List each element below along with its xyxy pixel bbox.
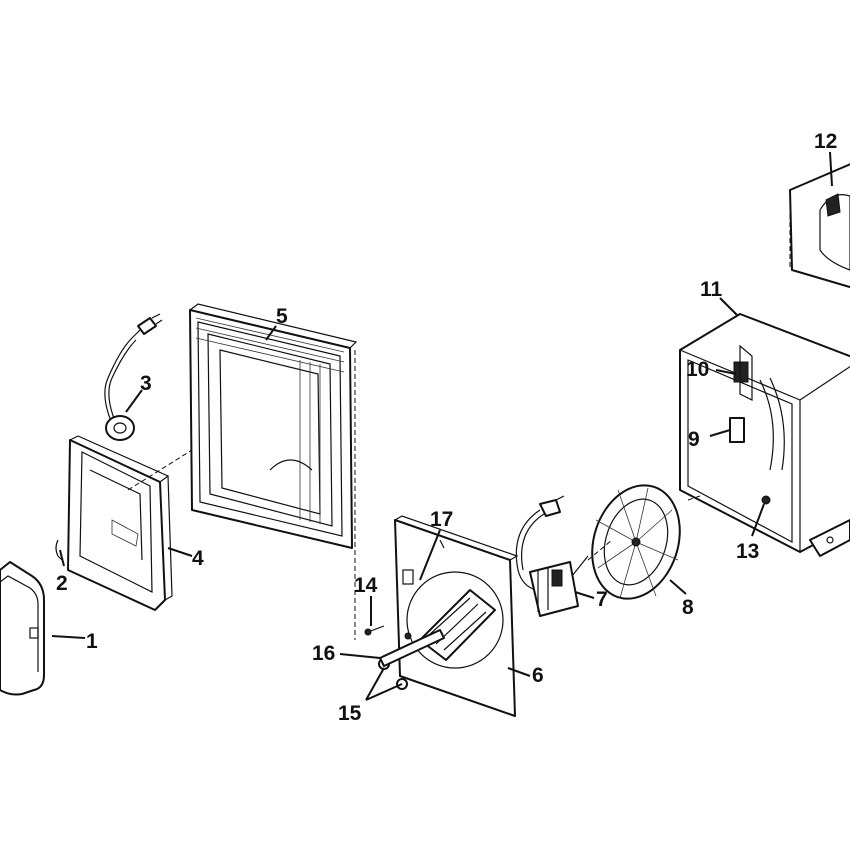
part-4-front-housing — [67, 419, 241, 611]
callout-13: 13 — [736, 540, 759, 563]
callout-9: 9 — [688, 428, 700, 451]
part-7-motor — [515, 495, 589, 617]
callout-16: 16 — [312, 642, 335, 665]
part-2-clip — [55, 539, 63, 561]
part-5-filter-panel — [189, 303, 358, 549]
part-1-grille-cover — [0, 561, 45, 696]
part-16-bracket — [379, 629, 445, 667]
part-12-rear-panel — [789, 163, 850, 289]
part-14-screw — [364, 625, 385, 636]
callout-6: 6 — [532, 664, 544, 687]
callout-14: 14 — [354, 574, 378, 597]
callout-10: 10 — [686, 358, 709, 381]
part-17-tab — [439, 539, 445, 549]
callout-11: 11 — [700, 278, 723, 301]
callout-1: 1 — [86, 630, 98, 653]
callout-12: 12 — [814, 130, 837, 153]
callout-3: 3 — [140, 372, 152, 395]
callout-17: 17 — [430, 508, 453, 531]
part-9-switch — [729, 417, 745, 443]
part-13-screw — [761, 495, 771, 505]
part-10-control — [733, 344, 753, 401]
part-3-power-cord — [104, 313, 163, 441]
callout-2: 2 — [56, 572, 68, 595]
callout-4: 4 — [192, 547, 204, 570]
callout-5: 5 — [276, 305, 288, 328]
callout-8: 8 — [682, 596, 694, 619]
part-6-mounting-plate — [394, 515, 519, 717]
part-8-blower-wheel — [591, 484, 681, 600]
leader-lines — [51, 151, 833, 701]
callout-labels: 1 2 3 4 5 6 7 8 9 10 11 12 13 14 15 16 1… — [56, 130, 837, 725]
part-11-rear-housing — [679, 313, 850, 557]
assembly-centerline — [354, 190, 791, 640]
callout-7: 7 — [596, 588, 608, 611]
callout-15: 15 — [338, 702, 362, 725]
